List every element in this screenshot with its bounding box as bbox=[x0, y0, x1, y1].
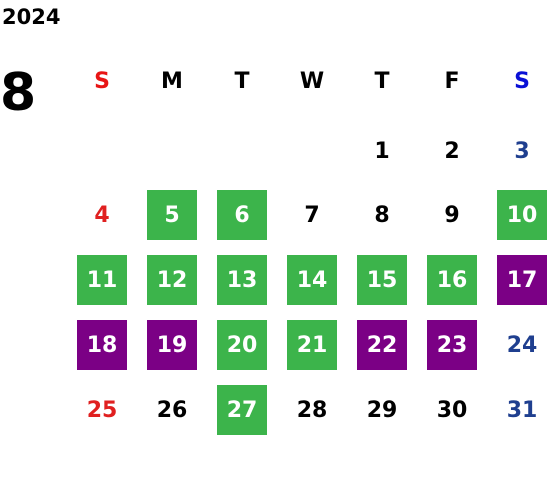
day-cell-5[interactable]: 5 bbox=[147, 190, 197, 240]
day-cell-29[interactable]: 29 bbox=[366, 397, 398, 423]
calendar-month: 8 bbox=[0, 63, 37, 123]
week-row: 11 12 13 14 15 16 17 bbox=[0, 255, 548, 305]
day-cell-26[interactable]: 26 bbox=[156, 397, 188, 423]
day-cell-9[interactable]: 9 bbox=[444, 202, 460, 228]
weekday-header-6: S bbox=[514, 68, 530, 94]
day-cell-25[interactable]: 25 bbox=[86, 397, 118, 423]
day-cell-10[interactable]: 10 bbox=[497, 190, 547, 240]
day-cell-28[interactable]: 28 bbox=[296, 397, 328, 423]
day-cell-17[interactable]: 17 bbox=[497, 255, 547, 305]
day-cell-14[interactable]: 14 bbox=[287, 255, 337, 305]
day-cell-15[interactable]: 15 bbox=[357, 255, 407, 305]
day-cell-4[interactable]: 4 bbox=[94, 202, 110, 228]
day-cell-22[interactable]: 22 bbox=[357, 320, 407, 370]
day-cell-3[interactable]: 3 bbox=[514, 138, 530, 164]
day-cell-13[interactable]: 13 bbox=[217, 255, 267, 305]
weekday-header-2: T bbox=[234, 68, 250, 94]
day-cell-23[interactable]: 23 bbox=[427, 320, 477, 370]
day-cell-19[interactable]: 19 bbox=[147, 320, 197, 370]
calendar-year: 2024 bbox=[2, 5, 61, 29]
weekday-header-4: T bbox=[374, 68, 390, 94]
day-cell-24[interactable]: 24 bbox=[506, 332, 538, 358]
day-cell-30[interactable]: 30 bbox=[436, 397, 468, 423]
day-cell-16[interactable]: 16 bbox=[427, 255, 477, 305]
day-cell-21[interactable]: 21 bbox=[287, 320, 337, 370]
day-cell-7[interactable]: 7 bbox=[304, 202, 320, 228]
day-cell-11[interactable]: 11 bbox=[77, 255, 127, 305]
week-row: 18 19 20 21 22 23 24 bbox=[0, 320, 548, 370]
weekday-header-0: S bbox=[94, 68, 110, 94]
day-cell-20[interactable]: 20 bbox=[217, 320, 267, 370]
weekday-header-3: W bbox=[299, 68, 325, 94]
week-row: 1 2 3 bbox=[0, 126, 548, 176]
day-cell-27[interactable]: 27 bbox=[217, 385, 267, 435]
day-cell-6[interactable]: 6 bbox=[217, 190, 267, 240]
day-cell-12[interactable]: 12 bbox=[147, 255, 197, 305]
day-cell-1[interactable]: 1 bbox=[374, 138, 390, 164]
day-cell-31[interactable]: 31 bbox=[506, 397, 538, 423]
day-cell-18[interactable]: 18 bbox=[77, 320, 127, 370]
week-row: 25 26 27 28 29 30 31 bbox=[0, 385, 548, 435]
weekday-header-1: M bbox=[161, 68, 183, 94]
day-cell-8[interactable]: 8 bbox=[374, 202, 390, 228]
weekday-header-5: F bbox=[444, 68, 460, 94]
day-cell-2[interactable]: 2 bbox=[444, 138, 460, 164]
